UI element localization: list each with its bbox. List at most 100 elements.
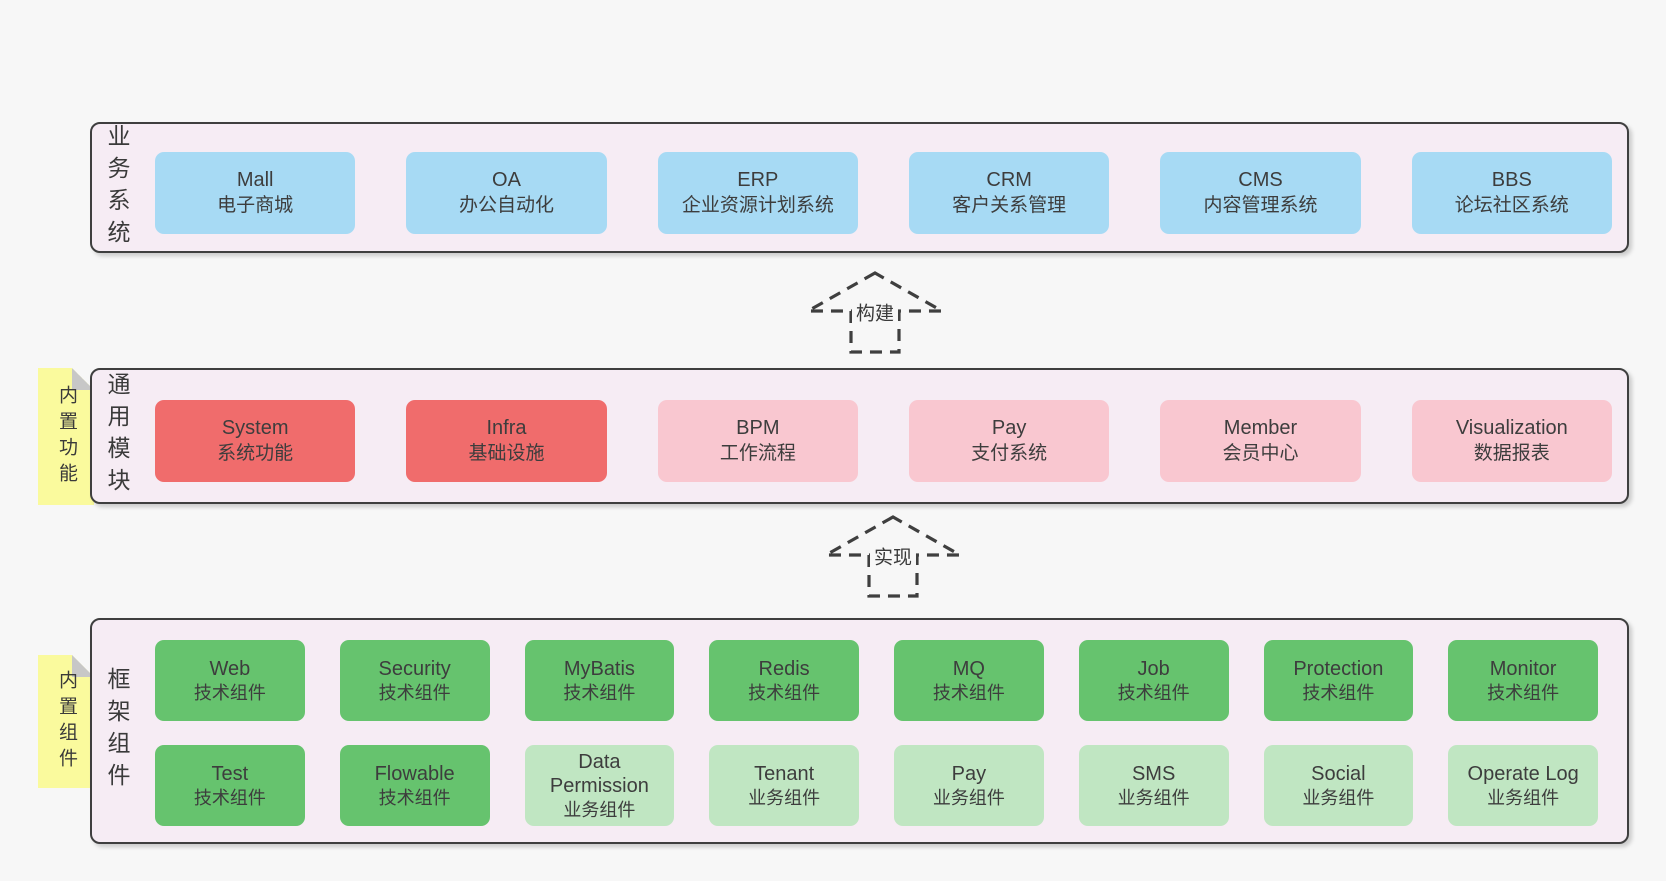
box-erp: ERP 企业资源计划系统 — [657, 152, 858, 234]
box-title: BPM — [736, 417, 780, 439]
box-title: Visualization — [1455, 417, 1568, 439]
common-modules-row: System 系统功能 Infra 基础设施 BPM 工作流程 Pay 支付系统… — [155, 400, 1612, 482]
box-title: Job — [1137, 657, 1170, 680]
box-subtitle: 技术组件 — [193, 787, 266, 808]
box-title: Monitor — [1489, 657, 1557, 680]
box-subtitle: 电子商城 — [217, 195, 294, 216]
band-framework-components: 框架组件 Web 技术组件 Security 技术组件 MyBatis 技术组件… — [90, 618, 1629, 844]
dashed-up-arrow-icon — [805, 271, 945, 354]
box-title: Pay — [951, 762, 987, 785]
box-subtitle: 数据报表 — [1473, 443, 1550, 464]
box-title: MQ — [952, 657, 985, 680]
box-mybatis: MyBatis 技术组件 — [524, 640, 675, 721]
box-visualization: Visualization 数据报表 — [1411, 400, 1612, 482]
box-crm: CRM 客户关系管理 — [908, 152, 1110, 234]
box-subtitle: 业务组件 — [1302, 787, 1375, 808]
arrow-up-implement: 实现 — [823, 514, 963, 600]
box-subtitle: 办公自动化 — [458, 195, 554, 216]
box-title: Data Permission — [549, 750, 649, 797]
box-subtitle: 论坛社区系统 — [1454, 195, 1569, 216]
box-subtitle: 业务组件 — [932, 787, 1005, 808]
box-system: System 系统功能 — [155, 400, 356, 482]
box-sms: SMS 业务组件 — [1078, 745, 1229, 826]
box-title: Web — [209, 657, 251, 680]
band-common-modules: 通用模块 System 系统功能 Infra 基础设施 BPM 工作流程 Pay… — [90, 368, 1629, 504]
box-subtitle: 业务组件 — [563, 799, 636, 820]
box-title: Protection — [1293, 657, 1384, 680]
box-subtitle: 技术组件 — [378, 682, 451, 703]
box-monitor: Monitor 技术组件 — [1448, 640, 1598, 721]
box-subtitle: 业务组件 — [748, 787, 821, 808]
box-title: System — [221, 417, 289, 439]
sticky-note-built-in-components: 内置组件 — [38, 655, 94, 788]
band-business-systems: 业务系统 Mall 电子商城 OA 办公自动化 ERP 企业资源计划系统 CRM… — [90, 122, 1629, 253]
box-member: Member 会员中心 — [1160, 400, 1361, 482]
band-label-common-modules: 通用模块 — [104, 372, 130, 500]
box-title: OA — [492, 169, 521, 191]
box-subtitle: 工作流程 — [719, 443, 796, 464]
box-title: Test — [211, 762, 249, 785]
arrow-label-implement: 实现 — [869, 541, 917, 571]
box-web: Web 技术组件 — [155, 640, 305, 721]
box-subtitle: 技术组件 — [1302, 682, 1375, 703]
framework-components-row-2: Test 技术组件 Flowable 技术组件 Data Permission … — [155, 745, 1598, 826]
box-job: Job 技术组件 — [1078, 640, 1229, 721]
box-title: Member — [1223, 417, 1298, 439]
box-title: SMS — [1131, 762, 1176, 785]
box-flowable: Flowable 技术组件 — [339, 745, 490, 826]
box-tenant: Tenant 业务组件 — [709, 745, 859, 826]
box-title: BBS — [1491, 169, 1532, 191]
box-title: MyBatis — [563, 657, 635, 680]
box-test: Test 技术组件 — [155, 745, 305, 826]
dashed-up-arrow-icon — [823, 515, 963, 598]
box-subtitle: 技术组件 — [748, 682, 821, 703]
box-subtitle: 系统功能 — [217, 443, 294, 464]
box-title: Infra — [486, 417, 527, 439]
box-title: Tenant — [754, 762, 815, 785]
box-subtitle: 技术组件 — [193, 682, 266, 703]
box-protection: Protection 技术组件 — [1263, 640, 1414, 721]
band-label-framework-components: 框架组件 — [104, 667, 130, 795]
box-title: CRM — [986, 169, 1032, 191]
box-subtitle: 技术组件 — [1487, 682, 1560, 703]
band-label-business-systems: 业务系统 — [104, 123, 130, 252]
box-title: Pay — [991, 417, 1027, 439]
business-systems-row: Mall 电子商城 OA 办公自动化 ERP 企业资源计划系统 CRM 客户关系… — [155, 152, 1612, 234]
box-title: Operate Log — [1467, 762, 1579, 785]
box-title: Flowable — [374, 762, 455, 785]
box-security: Security 技术组件 — [339, 640, 490, 721]
sticky-note-built-in-features: 内置功能 — [38, 368, 94, 505]
box-subtitle: 会员中心 — [1222, 443, 1299, 464]
box-infra: Infra 基础设施 — [406, 400, 607, 482]
framework-components-row-1: Web 技术组件 Security 技术组件 MyBatis 技术组件 Redi… — [155, 640, 1598, 721]
box-subtitle: 技术组件 — [932, 682, 1005, 703]
box-subtitle: 技术组件 — [378, 787, 451, 808]
box-subtitle: 业务组件 — [1487, 787, 1560, 808]
box-subtitle: 内容管理系统 — [1203, 195, 1318, 216]
box-pay-component: Pay 业务组件 — [894, 745, 1044, 826]
box-bpm: BPM 工作流程 — [657, 400, 858, 482]
box-title: ERP — [737, 169, 779, 191]
box-mq: MQ 技术组件 — [894, 640, 1044, 721]
box-subtitle: 技术组件 — [1117, 682, 1190, 703]
box-social: Social 业务组件 — [1263, 745, 1414, 826]
sticky-note-label: 内置组件 — [56, 669, 77, 774]
box-bbs: BBS 论坛社区系统 — [1411, 152, 1612, 234]
arrow-up-build: 构建 — [805, 270, 945, 356]
box-title: CMS — [1238, 169, 1283, 191]
box-subtitle: 客户关系管理 — [952, 195, 1067, 216]
box-subtitle: 技术组件 — [563, 682, 636, 703]
sticky-note-label: 内置功能 — [56, 384, 77, 489]
box-title: Security — [378, 657, 451, 680]
box-redis: Redis 技术组件 — [709, 640, 859, 721]
box-title: Redis — [758, 657, 810, 680]
arrow-label-build: 构建 — [851, 297, 899, 327]
box-mall: Mall 电子商城 — [155, 152, 356, 234]
box-oa: OA 办公自动化 — [406, 152, 607, 234]
box-pay-system: Pay 支付系统 — [908, 400, 1110, 482]
box-data-permission: Data Permission 业务组件 — [524, 745, 675, 826]
box-cms: CMS 内容管理系统 — [1160, 152, 1361, 234]
box-subtitle: 基础设施 — [468, 443, 545, 464]
box-operate-log: Operate Log 业务组件 — [1448, 745, 1598, 826]
